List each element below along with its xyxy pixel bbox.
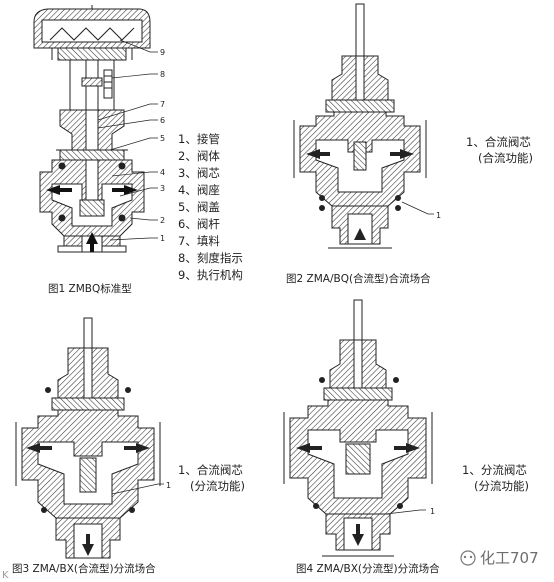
callout-number: 4 bbox=[160, 168, 165, 177]
callout-number: 1 bbox=[166, 481, 171, 490]
callout-number: 6 bbox=[160, 116, 165, 125]
figure-note: 1、合流阀芯 bbox=[178, 463, 243, 477]
figure-1-callouts: 9 8 7 6 5 4 3 2 1 bbox=[160, 48, 165, 243]
figure-note: (分流功能) bbox=[474, 479, 529, 493]
callout-number: 9 bbox=[160, 48, 165, 57]
callout-number: 1 bbox=[436, 211, 441, 220]
figure-caption: 图1 ZMBQ标准型 bbox=[48, 282, 132, 295]
figure-3 bbox=[16, 318, 164, 558]
callout-number: 7 bbox=[160, 100, 165, 109]
callout-number: 3 bbox=[160, 184, 165, 193]
callout-number: 5 bbox=[160, 134, 165, 143]
actuator-drawing bbox=[34, 5, 150, 120]
figure-caption: 图2 ZMA/BQ(合流型)合流场合 bbox=[286, 272, 431, 285]
bonnet-drawing bbox=[56, 110, 128, 160]
legend-item: 4、阀座 bbox=[178, 183, 220, 197]
legend-item: 2、阀体 bbox=[178, 149, 220, 163]
callout-number: 8 bbox=[160, 70, 165, 79]
watermark: 化工707 bbox=[460, 549, 539, 567]
figure-note: 1、分流阀芯 bbox=[462, 463, 527, 477]
watermark-text: 化工707 bbox=[480, 549, 539, 567]
legend-item: 8、刻度指示 bbox=[178, 251, 243, 265]
callout-number: 2 bbox=[160, 216, 165, 225]
legend-item: 3、阀芯 bbox=[178, 166, 220, 180]
figure-1 bbox=[34, 5, 158, 252]
figure-caption: 图4 ZMA/BX(分流型)分流场合 bbox=[296, 562, 440, 575]
legend-item: 1、接管 bbox=[178, 132, 220, 146]
figure-note: (合流功能) bbox=[478, 151, 533, 165]
wechat-logo-icon bbox=[460, 550, 476, 566]
figure-note: (分流功能) bbox=[190, 479, 245, 493]
figure-caption: 图3 ZMA/BX(合流型)分流场合 bbox=[12, 562, 156, 575]
legend-item: 6、阀杆 bbox=[178, 217, 220, 231]
figure-note: 1、合流阀芯 bbox=[466, 135, 531, 149]
legend-item: 5、阀盖 bbox=[178, 200, 220, 214]
legend-item: 7、填料 bbox=[178, 234, 220, 248]
figure-4 bbox=[284, 300, 432, 556]
callout-number: 1 bbox=[160, 234, 165, 243]
figure-2 bbox=[294, 4, 434, 248]
corner-mark: K bbox=[2, 570, 9, 581]
callout-number: 1 bbox=[430, 507, 435, 516]
legend-item: 9、执行机构 bbox=[178, 268, 243, 282]
valve-body-drawing bbox=[40, 160, 144, 252]
flow-arrows bbox=[46, 185, 138, 252]
figure-1-legend: 1、接管 2、阀体 3、阀芯 4、阀座 5、阀盖 6、阀杆 7、填料 8、刻度指… bbox=[178, 132, 243, 282]
leader-lines bbox=[98, 40, 158, 240]
